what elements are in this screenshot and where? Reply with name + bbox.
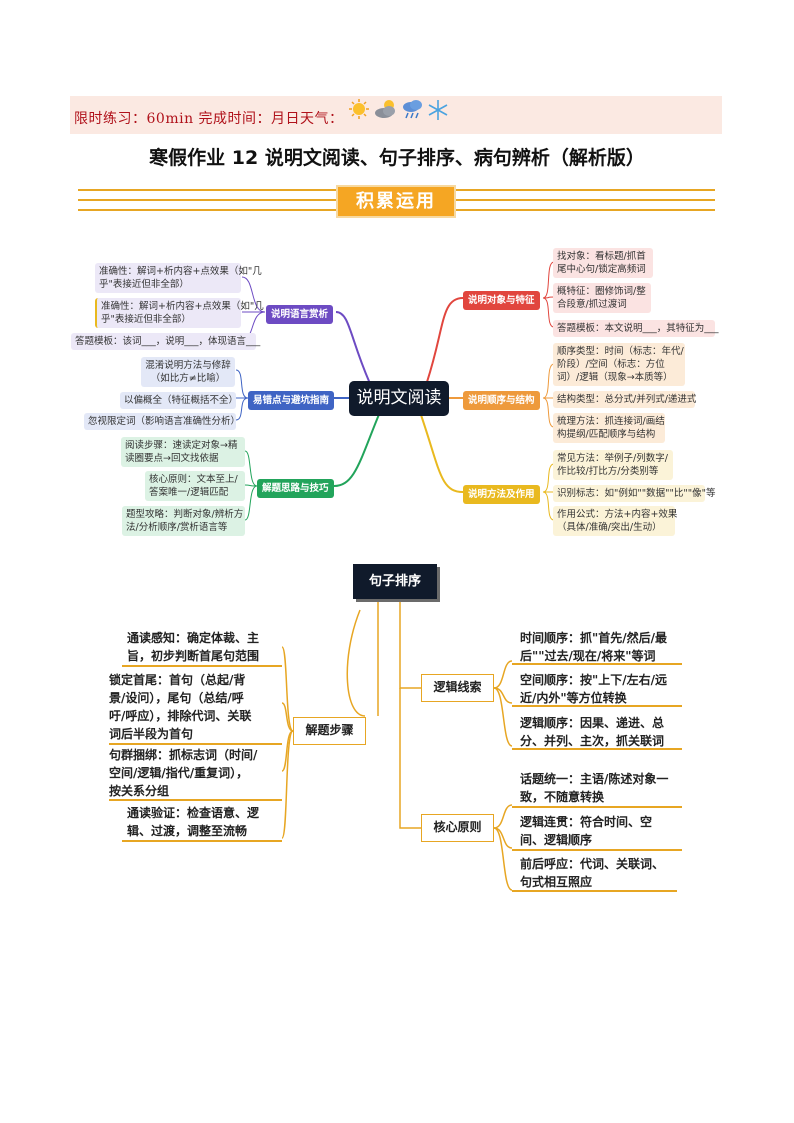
leaf-object-3: 答题模板：本文说明___，其特征为___ — [553, 320, 719, 337]
branch-approach: 解题思路与技巧 — [257, 479, 334, 498]
leaf-approach-1: 阅读步骤：速读定对象→精 读圈要点→回文找依据 — [121, 437, 245, 467]
snow-icon — [427, 98, 449, 126]
rain-icon — [401, 98, 425, 126]
leaf-mistake-2: 以偏概全（特征概括不全） — [120, 392, 238, 409]
principle-coherence: 逻辑连贯：符合时间、空 间、逻辑顺序 — [520, 815, 653, 847]
branch-common-mistakes: 易错点与避坑指南 — [248, 391, 335, 410]
underline — [122, 840, 282, 842]
leaf-method-2: 识别标志：如"例如""数据""比""像"等 — [553, 485, 715, 502]
leaf-approach-2: 核心原则：文本至上/ 答案唯一/逻辑匹配 — [145, 471, 245, 501]
header-bar — [70, 96, 722, 134]
hub-core-principles: 核心原则 — [421, 814, 494, 842]
leaf-mistake-3: 忽视限定词（影响语言准确性分析） — [84, 413, 240, 430]
underline — [512, 849, 682, 851]
underline — [109, 799, 282, 801]
step-read-through: 通读感知：确定体裁、主 旨，初步判断首尾句范围 — [127, 631, 260, 663]
leaf-method-1: 常见方法：举例子/列数字/ 作比较/打比方/分类别等 — [553, 450, 673, 480]
underline — [109, 743, 282, 745]
clue-space-order: 空间顺序：按"上下/左右/远 近/内外"等方位转换 — [520, 673, 668, 705]
leaf-lang-1: 准确性：解词+析内容+点效果（如"几 乎"表接近但非全部） — [95, 263, 262, 293]
principle-topic-unity: 话题统一：主语/陈述对象一 致，不随意转换 — [520, 772, 669, 804]
underline — [512, 705, 682, 707]
leaf-approach-3: 题型攻略：判断对象/辨析方 法/分析顺序/赏析语言等 — [122, 506, 245, 536]
sun-icon — [348, 98, 370, 124]
branch-language-analysis: 说明语言赏析 — [266, 305, 334, 324]
step-lock-ends: 锁定首尾：首句（总起/背 景/设问），尾句（总结/呼 吁/呼应），排除代词、关联… — [109, 673, 252, 741]
hub-logic-clues: 逻辑线索 — [421, 674, 494, 702]
leaf-object-1: 找对象：看标题/抓首 尾中心句/锁定高频词 — [553, 248, 653, 278]
leaf-object-2: 概特征：圈修饰词/整 合段意/抓过渡词 — [553, 283, 651, 313]
clue-logic-order: 逻辑顺序：因果、递进、总 分、并列、主次，抓关联词 — [520, 716, 665, 748]
cloudy-icon — [373, 98, 399, 124]
underline — [122, 665, 282, 667]
underline — [512, 748, 682, 750]
step-verify: 通读验证：检查语意、逻 辑、过渡，调整至流畅 — [127, 806, 260, 838]
leaf-method-3: 作用公式：方法+内容+效果 （具体/准确/突出/生动） — [553, 506, 677, 536]
leaf-order-3: 梳理方法：抓连接词/画结 构提纲/匹配顺序与结构 — [553, 413, 665, 443]
leaf-order-1: 顺序类型：时间（标志：年代/ 阶段）/空间（标志：方位 词）/逻辑（现象→本质等… — [553, 343, 685, 386]
practice-line: 限时练习：60min 完成时间：月日天气： — [74, 111, 344, 127]
sentence-order-root: 句子排序 — [353, 564, 437, 599]
leaf-lang-3: 答题模板：该词___，说明___，体现语言___ — [71, 333, 260, 350]
principle-echo: 前后呼应：代词、关联词、 句式相互照应 — [520, 857, 665, 889]
leaf-lang-2: 准确性：解词+析内容+点效果（如"几 乎"表接近但非全部） — [95, 298, 264, 328]
branch-object-features: 说明对象与特征 — [463, 291, 540, 310]
branch-order-structure: 说明顺序与结构 — [463, 391, 540, 410]
document-title: 寒假作业 12 说明文阅读、句子排序、病句辨析（解析版） — [149, 147, 645, 169]
underline — [512, 806, 682, 808]
mindmap-center: 说明文阅读 — [349, 381, 449, 416]
section-banner: 积累运用 — [336, 185, 456, 218]
leaf-mistake-1: 混淆说明方法与修辞 （如比方≠比喻） — [141, 357, 235, 387]
branch-methods: 说明方法及作用 — [463, 485, 540, 504]
step-group-sentences: 句群捆绑：抓标志词（时间/ 空间/逻辑/指代/重复词）， 按关系分组 — [109, 748, 258, 798]
underline — [512, 890, 677, 892]
underline — [512, 663, 682, 665]
leaf-order-2: 结构类型：总分式/并列式/递进式 — [553, 391, 696, 408]
hub-solving-steps: 解题步骤 — [293, 717, 366, 745]
clue-time-order: 时间顺序：抓"首先/然后/最 后""过去/现在/将来"等词 — [520, 631, 668, 663]
